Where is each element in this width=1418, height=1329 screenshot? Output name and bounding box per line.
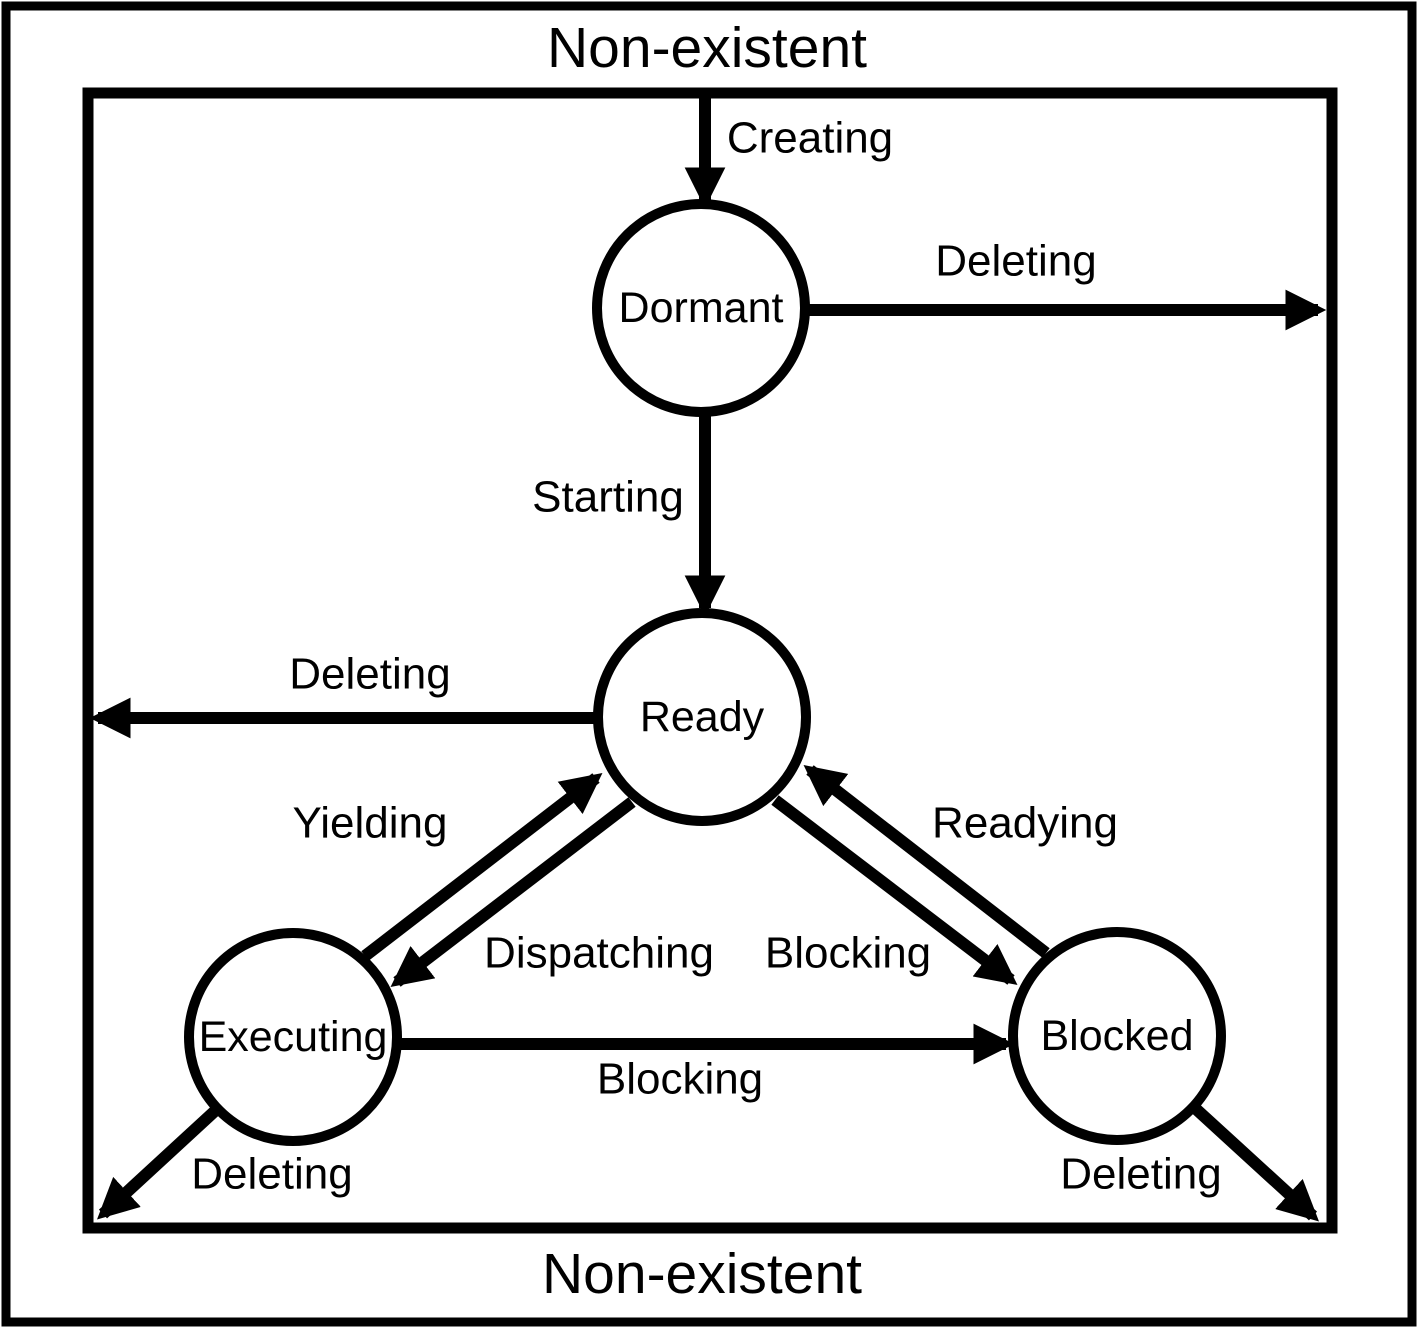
transition-blocking-diag-label: Blocking bbox=[765, 929, 931, 978]
state-ready-circle bbox=[593, 608, 811, 826]
transition-readying-label: Readying bbox=[932, 799, 1118, 848]
transition-creating-label: Creating bbox=[727, 114, 893, 163]
transition-yielding-label: Yielding bbox=[293, 799, 448, 848]
non-existent-label-bottom: Non-existent bbox=[542, 1242, 862, 1306]
transition-deleting-executing-arrow bbox=[96, 1105, 221, 1220]
transition-deleting-ready-label: Deleting bbox=[289, 650, 450, 699]
transition-deleting-executing-label: Deleting bbox=[191, 1150, 352, 1199]
transition-blocking-diag-arrow bbox=[771, 795, 1018, 985]
transition-yielding-arrow bbox=[361, 773, 603, 961]
state-blocked-circle bbox=[1008, 927, 1226, 1145]
transition-deleting-blocked-label: Deleting bbox=[1060, 1150, 1221, 1199]
transition-blocking-horiz-label: Blocking bbox=[597, 1055, 763, 1104]
transition-readying-arrow bbox=[803, 764, 1050, 958]
transition-dispatching-label: Dispatching bbox=[484, 929, 714, 978]
transition-dispatching-arrow bbox=[390, 797, 636, 987]
inner-boundary bbox=[82, 87, 1338, 1234]
state-executing-label: Executing bbox=[199, 1013, 388, 1061]
transition-deleting-blocked-arrow bbox=[1191, 1104, 1320, 1222]
state-dormant-circle bbox=[592, 199, 810, 417]
transition-deleting-dormant-label: Deleting bbox=[935, 237, 1096, 286]
non-existent-label-top: Non-existent bbox=[547, 16, 867, 80]
state-ready-label: Ready bbox=[640, 693, 765, 741]
state-blocked-label: Blocked bbox=[1041, 1012, 1194, 1060]
transition-starting-label: Starting bbox=[532, 473, 684, 522]
state-dormant-label: Dormant bbox=[619, 284, 784, 332]
state-executing-circle bbox=[184, 928, 402, 1146]
